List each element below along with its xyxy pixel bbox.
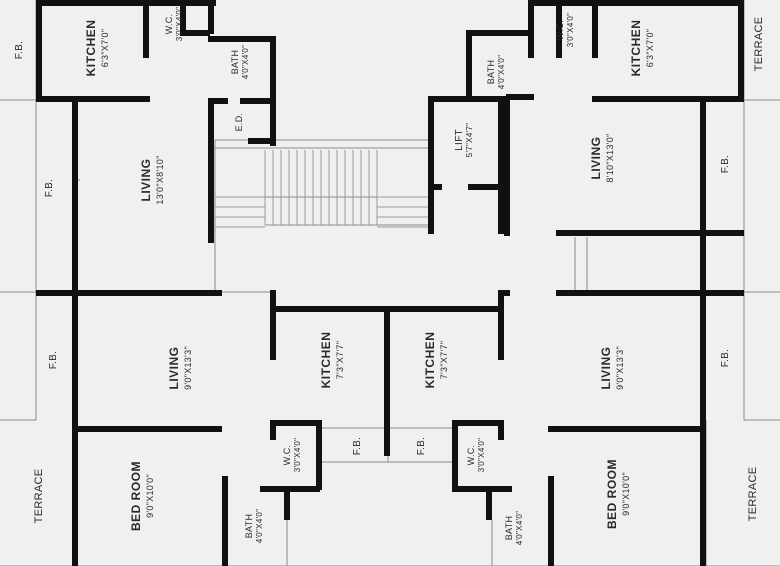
- room-dimension: 4'0"X4'0": [497, 55, 506, 90]
- bath-bottom-right: BATH 4'0"X4'0": [504, 511, 524, 546]
- bedroom-bottom-left: BED ROOM 9'0"X10'0": [129, 461, 155, 531]
- room-dimension: 9'0"X10'0": [621, 472, 631, 516]
- kitchen-top-left: KITCHEN 6'3"X7'0": [84, 20, 110, 77]
- room-name: W.C.: [555, 20, 565, 41]
- label-fb-right-mid: F.B.: [720, 349, 731, 367]
- label-fb-left-upper: F.B.: [44, 179, 55, 197]
- room-name: W.C.: [164, 14, 174, 35]
- living-bottom-left: LIVING 9'0"X13'3": [167, 346, 193, 390]
- bath-top-right: BATH 4'0"X4'0": [486, 55, 506, 90]
- room-dimension: 3'0"X4'0": [293, 438, 302, 473]
- room-name: BED ROOM: [129, 461, 143, 531]
- lift: LIFT 5'7"X4'7": [454, 123, 474, 158]
- room-name: LIVING: [589, 136, 603, 179]
- room-dimension: 4'0"X4'0": [515, 511, 524, 546]
- bath-bottom-left: BATH 4'0"X4'0": [244, 509, 264, 544]
- room-name: W.C.: [466, 445, 476, 466]
- room-name: BATH: [230, 50, 240, 75]
- room-dimension: 3'0"X4'0": [566, 13, 575, 48]
- room-dimension: 8'10"X13'0": [605, 133, 615, 182]
- room-name: BED ROOM: [605, 459, 619, 529]
- room-name: KITCHEN: [629, 20, 643, 77]
- room-name: BATH: [244, 514, 254, 539]
- room-dimension: 4'0"X4'0": [241, 45, 250, 80]
- label-fb-left-mid: F.B.: [48, 351, 59, 369]
- living-bottom-right: LIVING 9'0"X13'3": [599, 346, 625, 390]
- room-name: KITCHEN: [319, 332, 333, 389]
- room-name: KITCHEN: [423, 332, 437, 389]
- room-dimension: 3'0"X4'0": [175, 7, 184, 42]
- room-dimension: 6'3"X7'0": [100, 29, 110, 68]
- room-dimension: 9'0"X13'3": [183, 346, 193, 390]
- room-dimension: 7'3"X7'7": [439, 341, 449, 380]
- label-fb-center-right: F.B.: [416, 437, 427, 455]
- wc-top-left: W.C. 3'0"X4'0": [164, 7, 184, 42]
- room-name: BATH: [504, 516, 514, 541]
- living-top-left: LIVING 13'0"X8'10": [139, 155, 165, 204]
- room-dimension: 7'3"X7'7": [335, 341, 345, 380]
- bath-top-left: BATH 4'0"X4'0": [230, 45, 250, 80]
- room-dimension: 9'0"X10'0": [145, 474, 155, 518]
- room-dimension: 5'7"X4'7": [465, 123, 474, 158]
- label-terrace-top-right: TERRACE: [753, 17, 765, 72]
- walls: [36, 0, 744, 566]
- kitchen-top-right: KITCHEN 6'3"X7'0": [629, 20, 655, 77]
- room-name: LIVING: [599, 346, 613, 389]
- room-name: KITCHEN: [84, 20, 98, 77]
- room-name: BATH: [486, 60, 496, 85]
- room-dimension: 3'0"X4'0": [477, 438, 486, 473]
- wc-bottom-right: W.C. 3'0"X4'0": [466, 438, 486, 473]
- living-top-right: LIVING 8'10"X13'0": [589, 133, 615, 182]
- room-dimension: 6'3"X7'0": [645, 29, 655, 68]
- room-name: LIVING: [139, 158, 153, 201]
- room-labels: F.B. KITCHEN 6'3"X7'0" W.C. 3'0"X4'0" BA…: [14, 7, 765, 546]
- bedroom-bottom-right: BED ROOM 9'0"X10'0": [605, 459, 631, 529]
- room-dimension: 4'0"X4'0": [255, 509, 264, 544]
- room-name: W.C.: [282, 445, 292, 466]
- label-terrace-bottom-right: TERRACE: [747, 467, 759, 522]
- label-ed: E.D.: [234, 113, 244, 132]
- room-name: LIVING: [167, 346, 181, 389]
- room-dimension: 9'0"X13'3": [615, 346, 625, 390]
- kitchen-bottom-left: KITCHEN 7'3"X7'7": [319, 332, 345, 389]
- room-name: LIFT: [454, 129, 465, 151]
- label-fb-top-left: F.B.: [14, 41, 25, 59]
- kitchen-bottom-right: KITCHEN 7'3"X7'7": [423, 332, 449, 389]
- wc-top-right: W.C. 3'0"X4'0": [555, 13, 575, 48]
- label-terrace-bottom-left: TERRACE: [33, 469, 45, 524]
- wc-bottom-left: W.C. 3'0"X4'0": [282, 438, 302, 473]
- label-fb-center-left: F.B.: [352, 437, 363, 455]
- room-dimension: 13'0"X8'10": [155, 155, 165, 204]
- label-fb-right-upper: F.B.: [720, 155, 731, 173]
